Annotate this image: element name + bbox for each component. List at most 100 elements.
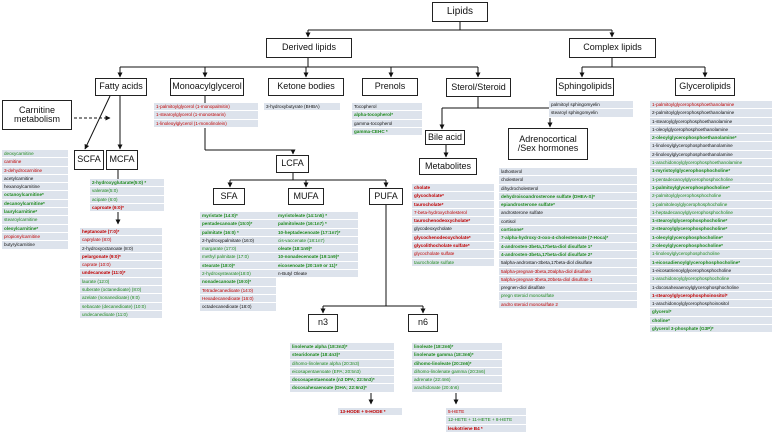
metabolite-item: 2-oleoylglycerophosphocholine* <box>650 242 772 251</box>
metabolite-item: 1-pentadecanoylglycerophosphocholine <box>650 175 772 184</box>
adrenocortical-sex-hormones-box: Adrenocortical /Sex hormones <box>508 128 588 160</box>
metabolite-item: pelargonate (9:0)* <box>80 252 162 262</box>
sterol-steroid-box: Sterol/Steroid <box>446 78 511 97</box>
metabolite-item: margarate (17:0) <box>200 245 276 254</box>
metabolite-item: hexanoylcarnitine <box>2 183 68 192</box>
metabolite-item: stearidonate (18:4n3)* <box>290 351 394 360</box>
metabolite-item: oleoylcarnitine* <box>2 224 68 233</box>
scfa-metabolite-list: 2-hydroxyglutarate(5:0) *valerate(5:0)ac… <box>90 179 164 213</box>
metabolite-item: 2-stearoylglycerophosphocholine* <box>650 225 772 234</box>
metabolite-item: carnitine <box>2 158 68 167</box>
metabolite-item: docosapentaenoate (n3 DPA; 22:5n3)* <box>290 376 394 385</box>
metabolite-item: heptanoate (7:0)* <box>80 228 162 237</box>
metabolite-item: n-Butyl Oleate <box>276 270 358 279</box>
metabolite-item: propionylcarnitine <box>2 232 68 242</box>
metabolite-item: dihydrocholesterol <box>499 184 637 193</box>
metabolite-item: glycocholate sulfate <box>412 250 494 259</box>
metabolite-item: cortisol <box>499 217 637 227</box>
metabolite-item: nonadecanoate (19:0)* <box>200 278 276 287</box>
metabolite-item: 2-hydroxystearate(18:0) <box>200 270 276 279</box>
metabolite-item: adrenate (22:4n6) <box>412 376 502 385</box>
metabolite-item: caproate (6:0)* <box>90 203 164 213</box>
metabolite-item: methyl palmitate (17:0) <box>200 253 276 262</box>
metabolite-item: dehydroisoandrosterone sulfate (DHEA-S)* <box>499 192 637 202</box>
metabolite-item: 2-hydroxyoctanoate (8:0) <box>80 244 162 253</box>
metabolite-item: laurate (12:0) <box>80 277 162 287</box>
metabolite-item: 3-hydroxybutyrate (BHBA) <box>264 103 340 112</box>
metabolite-item: stearoyl sphingomyelin <box>549 109 633 118</box>
metabolite-item: cortisone* <box>499 226 637 235</box>
metabolite-item: 4-androsten-3beta,17beta-diol disulfate … <box>499 250 637 260</box>
metabolite-item: 1-arachidonoylglycerophosphoethanolamine <box>650 159 772 168</box>
n3-derived-metabolite-list: 13-HODE + 9-HODE * <box>338 408 402 417</box>
sfa-metabolite-list: myristate (14:0)*pentadecanoate (15:0)*p… <box>200 212 276 312</box>
metabolite-item: 12-HETE + 11-HETE + 8-HETE <box>446 416 526 425</box>
metabolite-item: palmitate (16:0) * <box>200 228 276 237</box>
metabolite-item: 10-heptadecenoate (17:1n7)* <box>276 228 358 237</box>
metabolite-item: 2-palmitoylglycerophosphocholine <box>650 192 772 201</box>
metabolite-item: 5-HETE <box>446 408 526 417</box>
lcfa-box: LCFA <box>276 155 309 173</box>
complex-lipids-box: Complex lipids <box>569 38 656 58</box>
metabolite-item: 1-stearoylglycerol (1-monostearin) <box>154 111 258 120</box>
metabolite-item: caprylate (8:0) <box>80 236 162 245</box>
metabolite-item: oleate (18:1n9)* <box>276 245 358 254</box>
ketone-bodies-box: Ketone bodies <box>268 78 344 96</box>
metabolite-item: pregn steroid monosulfate <box>499 292 637 301</box>
metabolite-item: myristoleate (14:1n5) * <box>276 212 358 221</box>
fatty-acids-box: Fatty acids <box>95 78 147 96</box>
metabolite-item: 5alpha-pregnan-3beta,20beta-diol disulfa… <box>499 275 637 285</box>
metabolite-item: glycerol* <box>650 308 772 317</box>
metabolite-item: 1-myristoylglycerophosphocholine* <box>650 167 772 176</box>
glycerolipids-metabolite-list: 1-palmitoylglycerophosphoethanolamine 2-p… <box>650 101 772 334</box>
prenols-box: Prenols <box>362 78 418 96</box>
metabolite-item: 2-linoleoylglycerophosphoethanolamine <box>650 150 772 160</box>
metabolite-item: choline* <box>650 316 772 326</box>
metabolite-item: 7-beta-hydroxycholesterol <box>412 208 494 218</box>
metabolite-item: pregnen-diol disulfate <box>499 284 637 293</box>
glycerolipids-box: Glycerolipids <box>675 78 735 96</box>
metabolite-item: taurocholate* <box>412 200 494 209</box>
n6-box: n6 <box>408 314 438 332</box>
sphingolipids-box: Sphingolipids <box>556 78 614 96</box>
mcfa-box: MCFA <box>106 150 138 170</box>
metabolite-item: glycocholate* <box>412 192 494 201</box>
metabolite-item: taurocholate sulfate <box>412 258 494 267</box>
metabolite-item: 1-palmitoylglycerophosphoethanolamine <box>650 101 772 110</box>
n3-metabolite-list: linolenate alpha (18:3n3)*stearidonate (… <box>290 343 394 393</box>
metabolite-item: suberate (octanedioate) (8:0) <box>80 286 162 295</box>
metabolite-item: palmitoyl sphingomyelin <box>549 101 633 110</box>
metabolite-item: stearate (18:0)* <box>200 261 276 271</box>
metabolite-item: glycodeoxycholate <box>412 225 494 234</box>
metabolite-item: 1-palmitoleoylglycerophosphocholine <box>650 200 772 209</box>
metabolite-item: Tocopherol <box>352 103 422 112</box>
mufa-box: MUFA <box>288 188 324 205</box>
scfa-box: SCFA <box>74 150 104 170</box>
metabolite-item: lathosterol <box>499 168 637 177</box>
metabolite-item: 1-heptadecanoylglycerophosphocholine <box>650 208 772 218</box>
metabolite-item: 1-linoleoylglycerophosphocholine <box>650 250 772 259</box>
metabolite-item: undecanoate (11:0)* <box>80 269 162 278</box>
metabolite-item: linolenate gamma (18:3n6)* <box>412 351 502 360</box>
metabolite-item: acipate (6:0) <box>90 195 164 204</box>
bile-acid-box: Bile acid <box>425 130 465 145</box>
sfa-box: SFA <box>213 188 245 205</box>
metabolite-item: 1-arachidonoylglycerophosphocholine <box>650 275 772 284</box>
metabolite-item: 1-linoleoylglycerol (1-monolinolein) <box>154 119 258 128</box>
metabolite-item: glycerol 3-phosphate (G3P)* <box>650 325 772 334</box>
metabolite-item: octadecanedioate (18:0) <box>200 303 276 312</box>
n6-metabolite-list: linoleate (18:2n6)*linolenate gamma (18:… <box>412 343 502 393</box>
metabolite-item: 2-oleoylglycerophosphoethanolamine* <box>650 134 772 143</box>
metabolite-item: glycolithocholate sulfate* <box>412 242 494 251</box>
metabolite-item: docosahexaenoate (DHA; 22:6n3)* <box>290 384 394 393</box>
metabolite-item: 1-palmitoylglycerophosphocholine* <box>650 183 772 193</box>
metabolite-item: dihomo-linoleate (20:2n6)* <box>412 359 502 368</box>
metabolite-item: undecanedioate (11:0) <box>80 310 162 320</box>
metabolite-item: 1-oleoylglycerophosphocholine* <box>650 233 772 243</box>
metabolite-item: 5alpha-pregnan-3beta,20alpha-diol disulf… <box>499 267 637 276</box>
metabolite-item: andro steroid monosulfate 2 <box>499 300 637 310</box>
